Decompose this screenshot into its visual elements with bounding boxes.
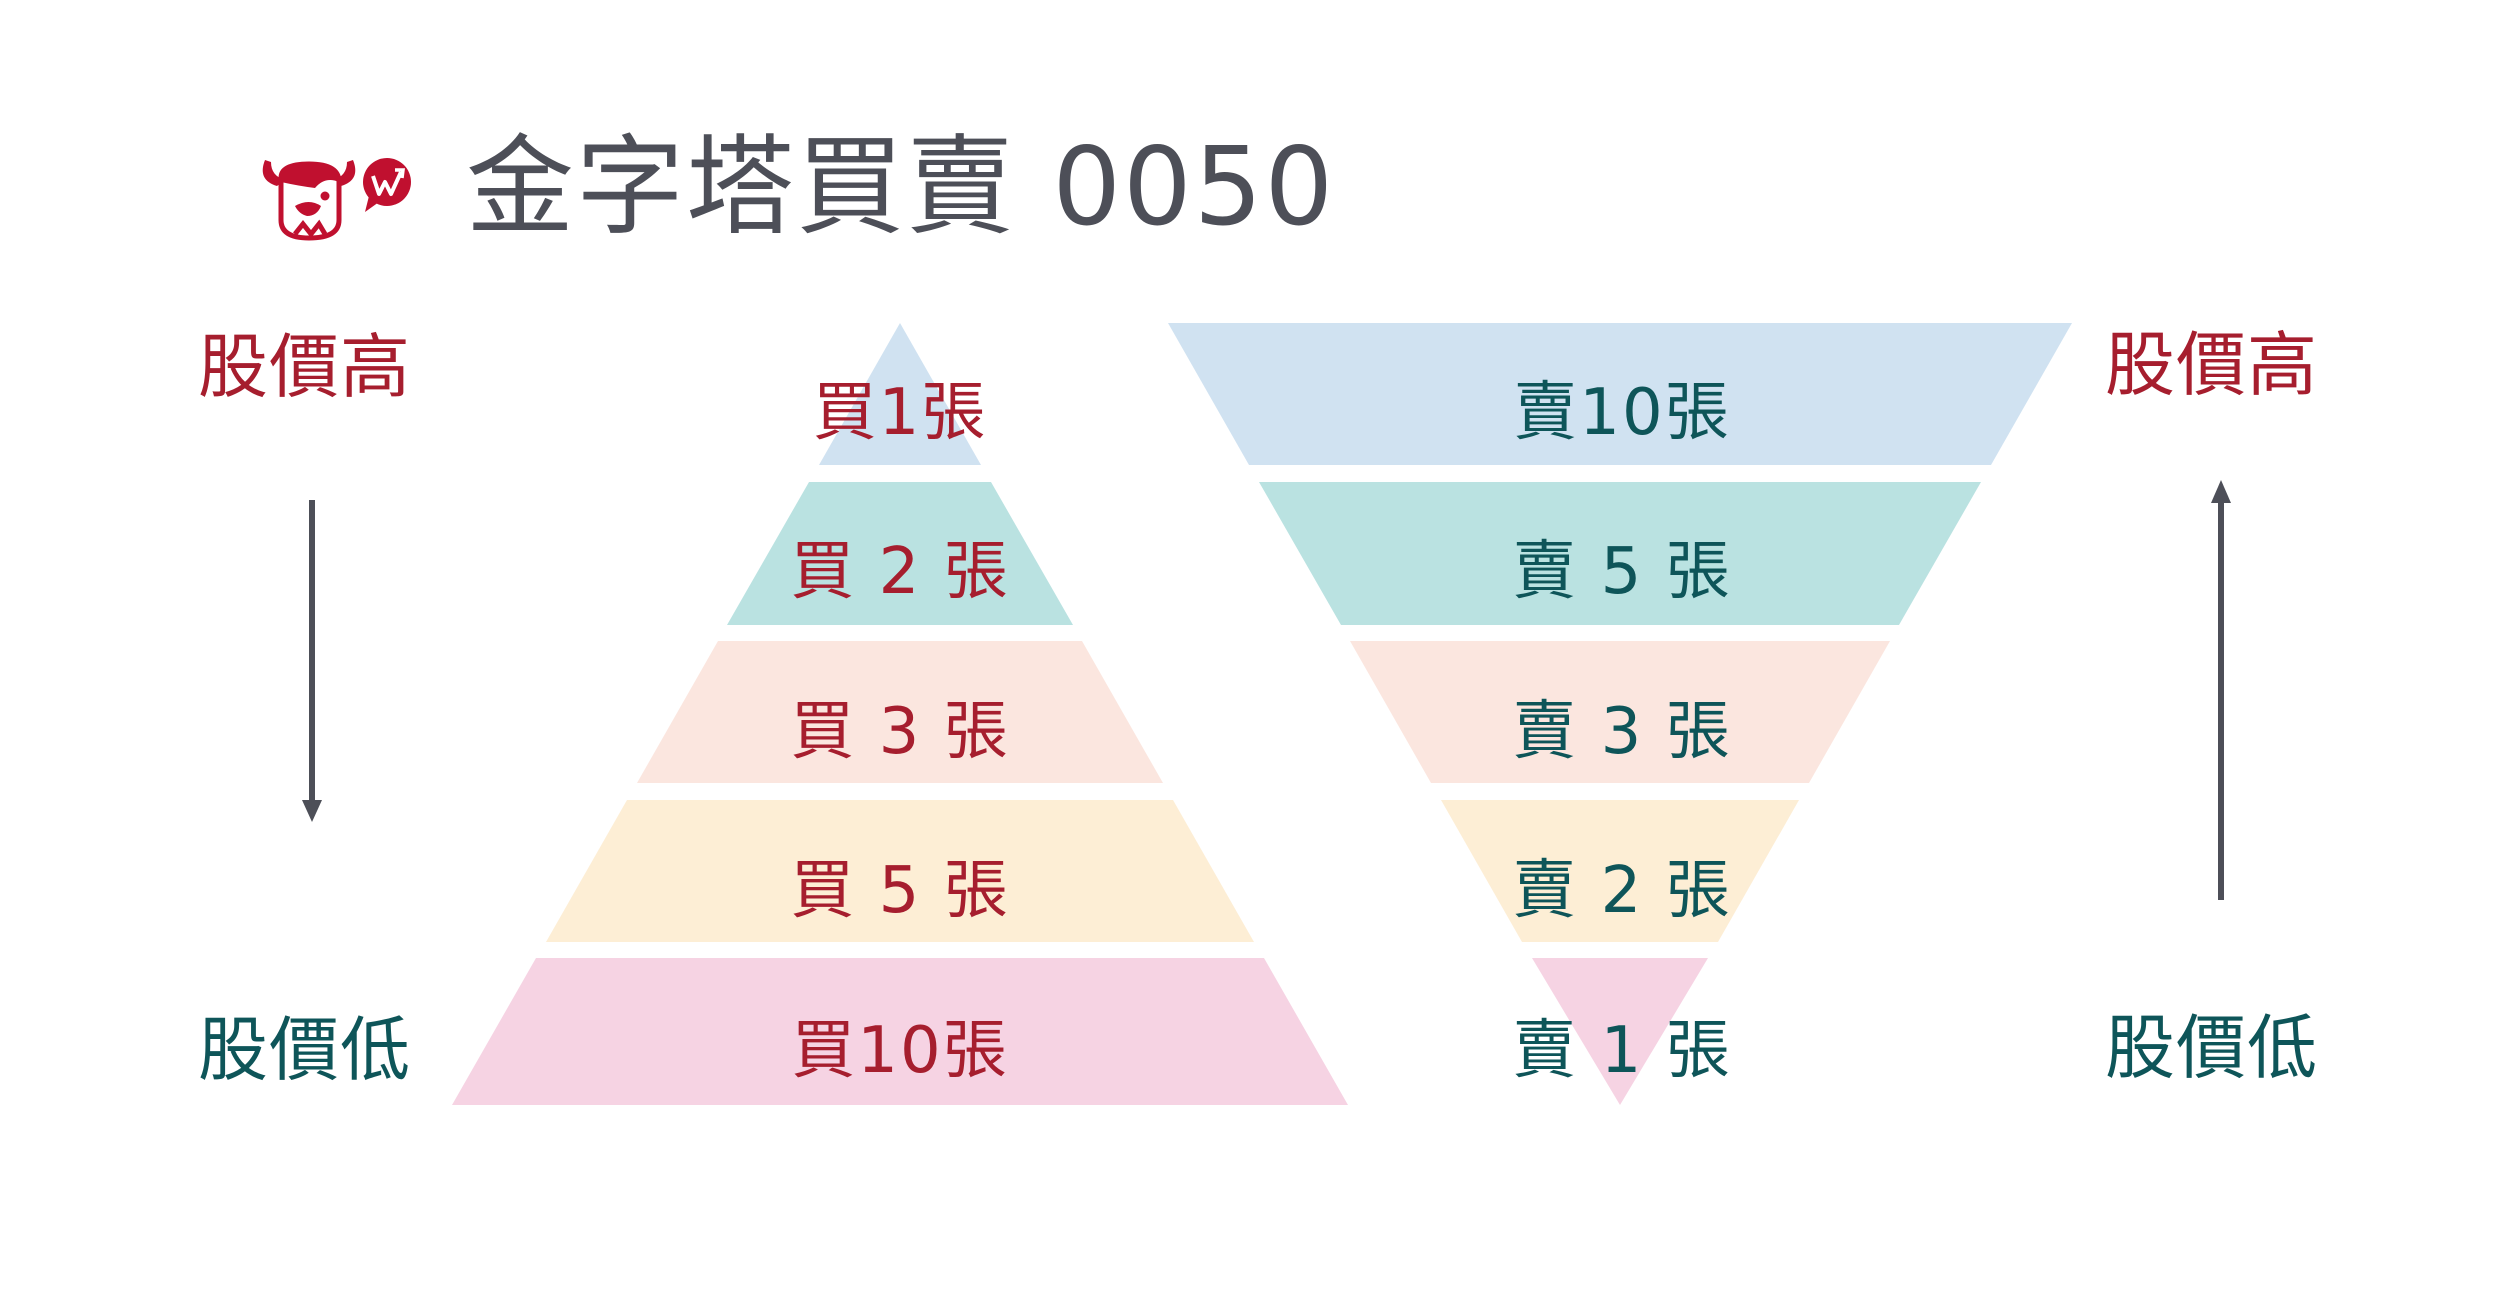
sell-layer-4 (1441, 800, 1799, 942)
sell-layer-label: 賣10張 (1513, 376, 1731, 450)
arrow-up-icon (2211, 480, 2231, 900)
sell-pyramid (1168, 323, 2072, 1105)
sell-layer-2 (1259, 482, 1981, 625)
buy-layer-2 (727, 482, 1073, 625)
arrow-down-icon (302, 500, 322, 822)
left-high-price-label: 股價高 (198, 326, 411, 408)
right-high-price-label: 股價高 (2105, 324, 2318, 406)
brand-logo (255, 142, 415, 242)
sell-layer-5 (1532, 958, 1708, 1105)
left-low-price-label: 股價低 (198, 1009, 411, 1091)
sell-layer-1 (1168, 323, 2072, 465)
buy-layer-label: 買10張 (791, 1014, 1009, 1088)
page-title: 金字塔買賣 0050 (466, 125, 1336, 250)
buy-layer-label: 買 3 張 (790, 695, 1010, 769)
bull-logo-icon (262, 158, 411, 241)
buy-layer-label: 買 2 張 (790, 535, 1010, 609)
buy-layer-label: 買1張 (812, 376, 988, 450)
buy-layer-1 (819, 323, 981, 465)
sell-layer-label: 賣 1 張 (1512, 1014, 1732, 1088)
right-low-price-label: 股價低 (2105, 1007, 2318, 1089)
sell-layer-label: 賣 3 張 (1512, 695, 1732, 769)
sell-layer-3 (1350, 641, 1890, 783)
buy-layer-4 (546, 800, 1254, 942)
buy-layer-label: 買 5 張 (790, 854, 1010, 928)
buy-pyramid (452, 323, 1348, 1105)
sell-layer-label: 賣 5 張 (1512, 535, 1732, 609)
buy-layer-5 (452, 958, 1348, 1105)
buy-layer-3 (637, 641, 1163, 783)
sell-layer-label: 賣 2 張 (1512, 854, 1732, 928)
